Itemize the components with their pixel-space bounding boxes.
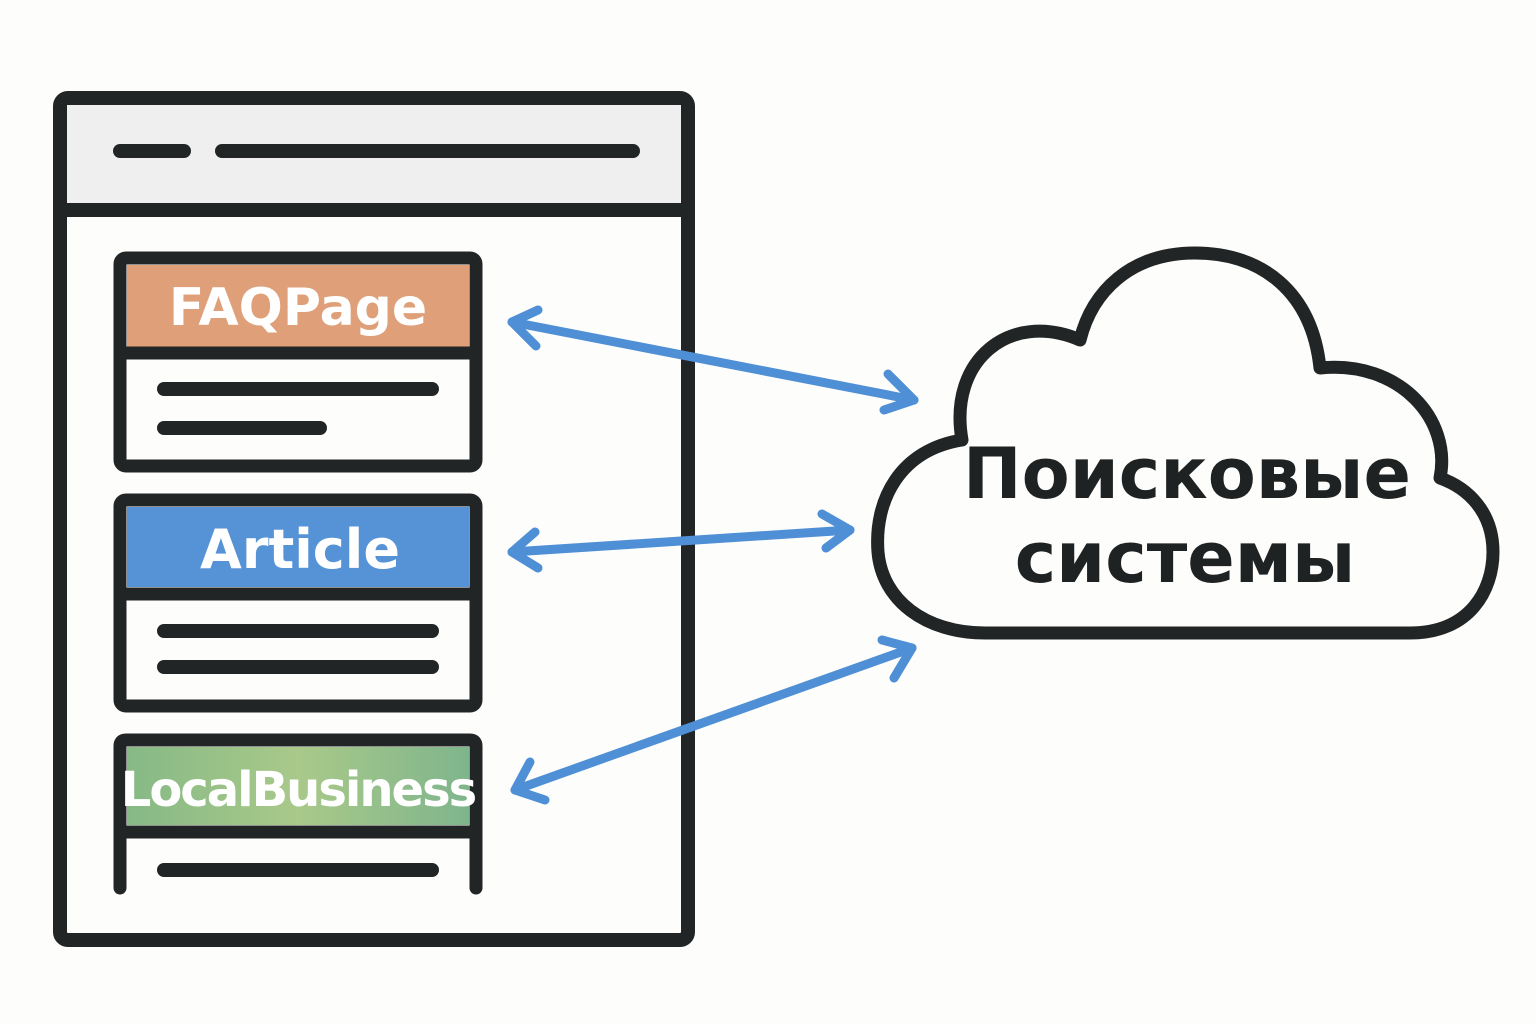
- article-block: Article: [113, 493, 483, 713]
- article-label: Article: [200, 518, 400, 581]
- cloud-label-line1: Поисковые: [963, 433, 1411, 515]
- cloud-label-line2: системы: [1015, 517, 1356, 599]
- localbusiness-header: [127, 747, 469, 825]
- web-page-illustration: FAQPage Article LocalBusiness: [53, 91, 695, 947]
- arrow-faqpage-search: [507, 305, 919, 415]
- arrow-localbusiness-search: [510, 635, 917, 805]
- localbusiness-label: LocalBusiness: [121, 762, 476, 818]
- cloud-icon: [871, 246, 1500, 640]
- article-header: [127, 507, 469, 587]
- localbusiness-block: LocalBusiness: [113, 733, 483, 895]
- faqpage-block: FAQPage: [113, 251, 483, 473]
- arrow-article-search: [507, 509, 855, 573]
- faqpage-label: FAQPage: [169, 278, 427, 338]
- faqpage-header: [127, 265, 469, 347]
- search-engines-cloud: Поисковые системы: [871, 246, 1500, 640]
